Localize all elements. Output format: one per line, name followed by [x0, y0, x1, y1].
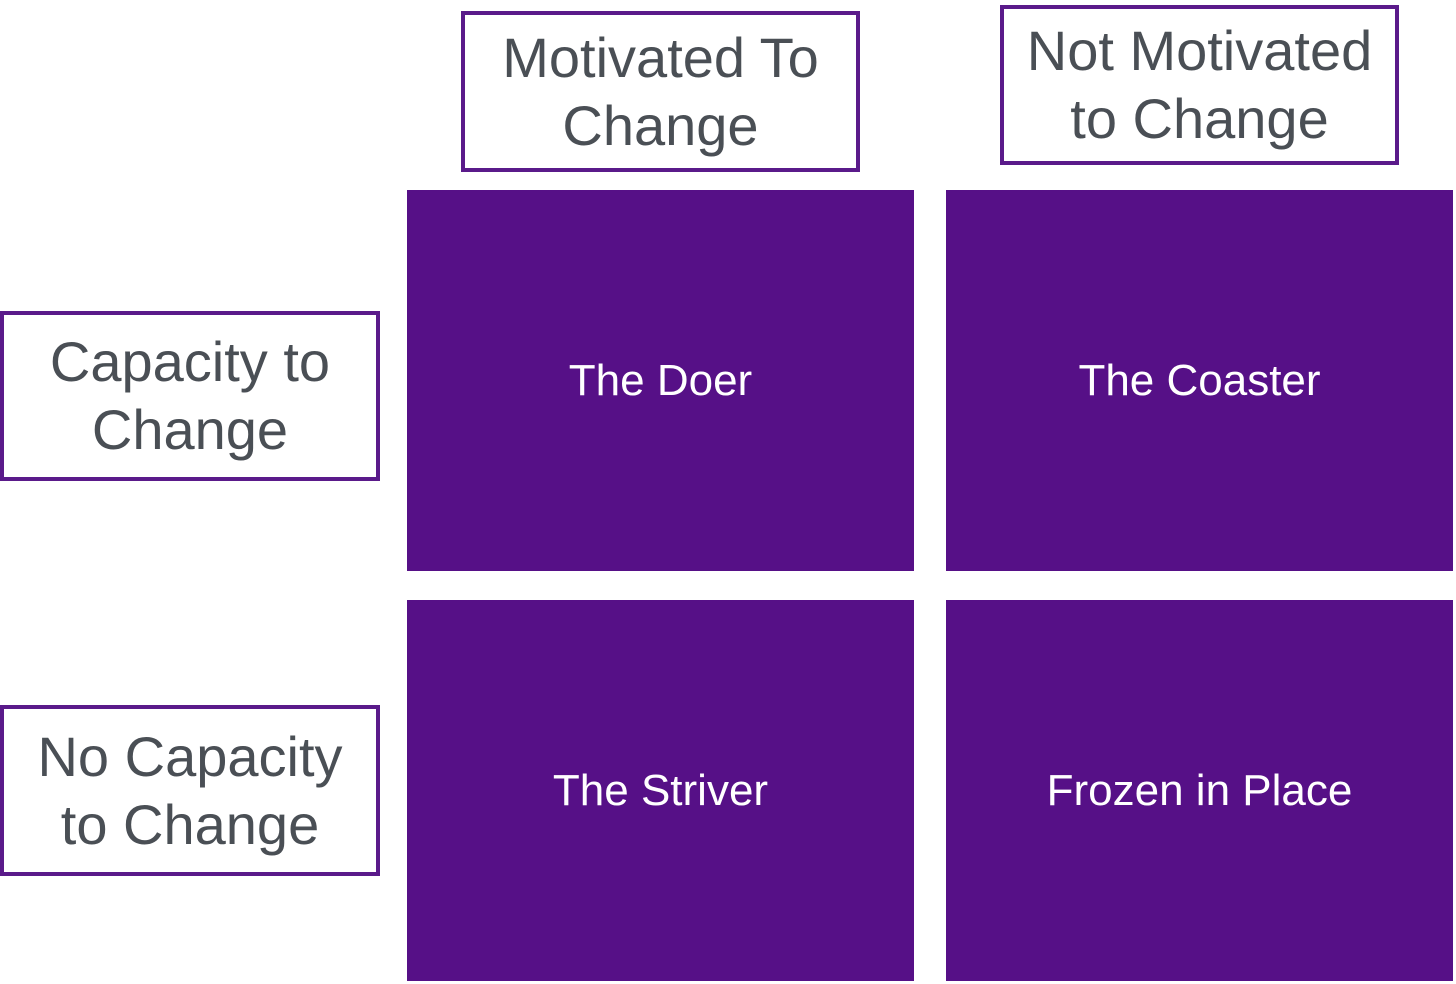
row-header-no-capacity: No Capacity to Change [0, 705, 380, 876]
row-header-capacity: Capacity to Change [0, 311, 380, 481]
quadrant-label: The Doer [568, 355, 753, 405]
quadrant-label: The Striver [552, 765, 769, 815]
column-header-motivated: Motivated To Change [461, 11, 860, 172]
column-header-not-motivated: Not Motivated to Change [1000, 5, 1399, 165]
quadrant-the-coaster: The Coaster [946, 190, 1453, 571]
quadrant-label: Frozen in Place [1046, 765, 1353, 815]
quadrant-the-striver: The Striver [407, 600, 914, 981]
quadrant-label: The Coaster [1078, 355, 1321, 405]
quadrant-frozen-in-place: Frozen in Place [946, 600, 1453, 981]
quadrant-the-doer: The Doer [407, 190, 914, 571]
